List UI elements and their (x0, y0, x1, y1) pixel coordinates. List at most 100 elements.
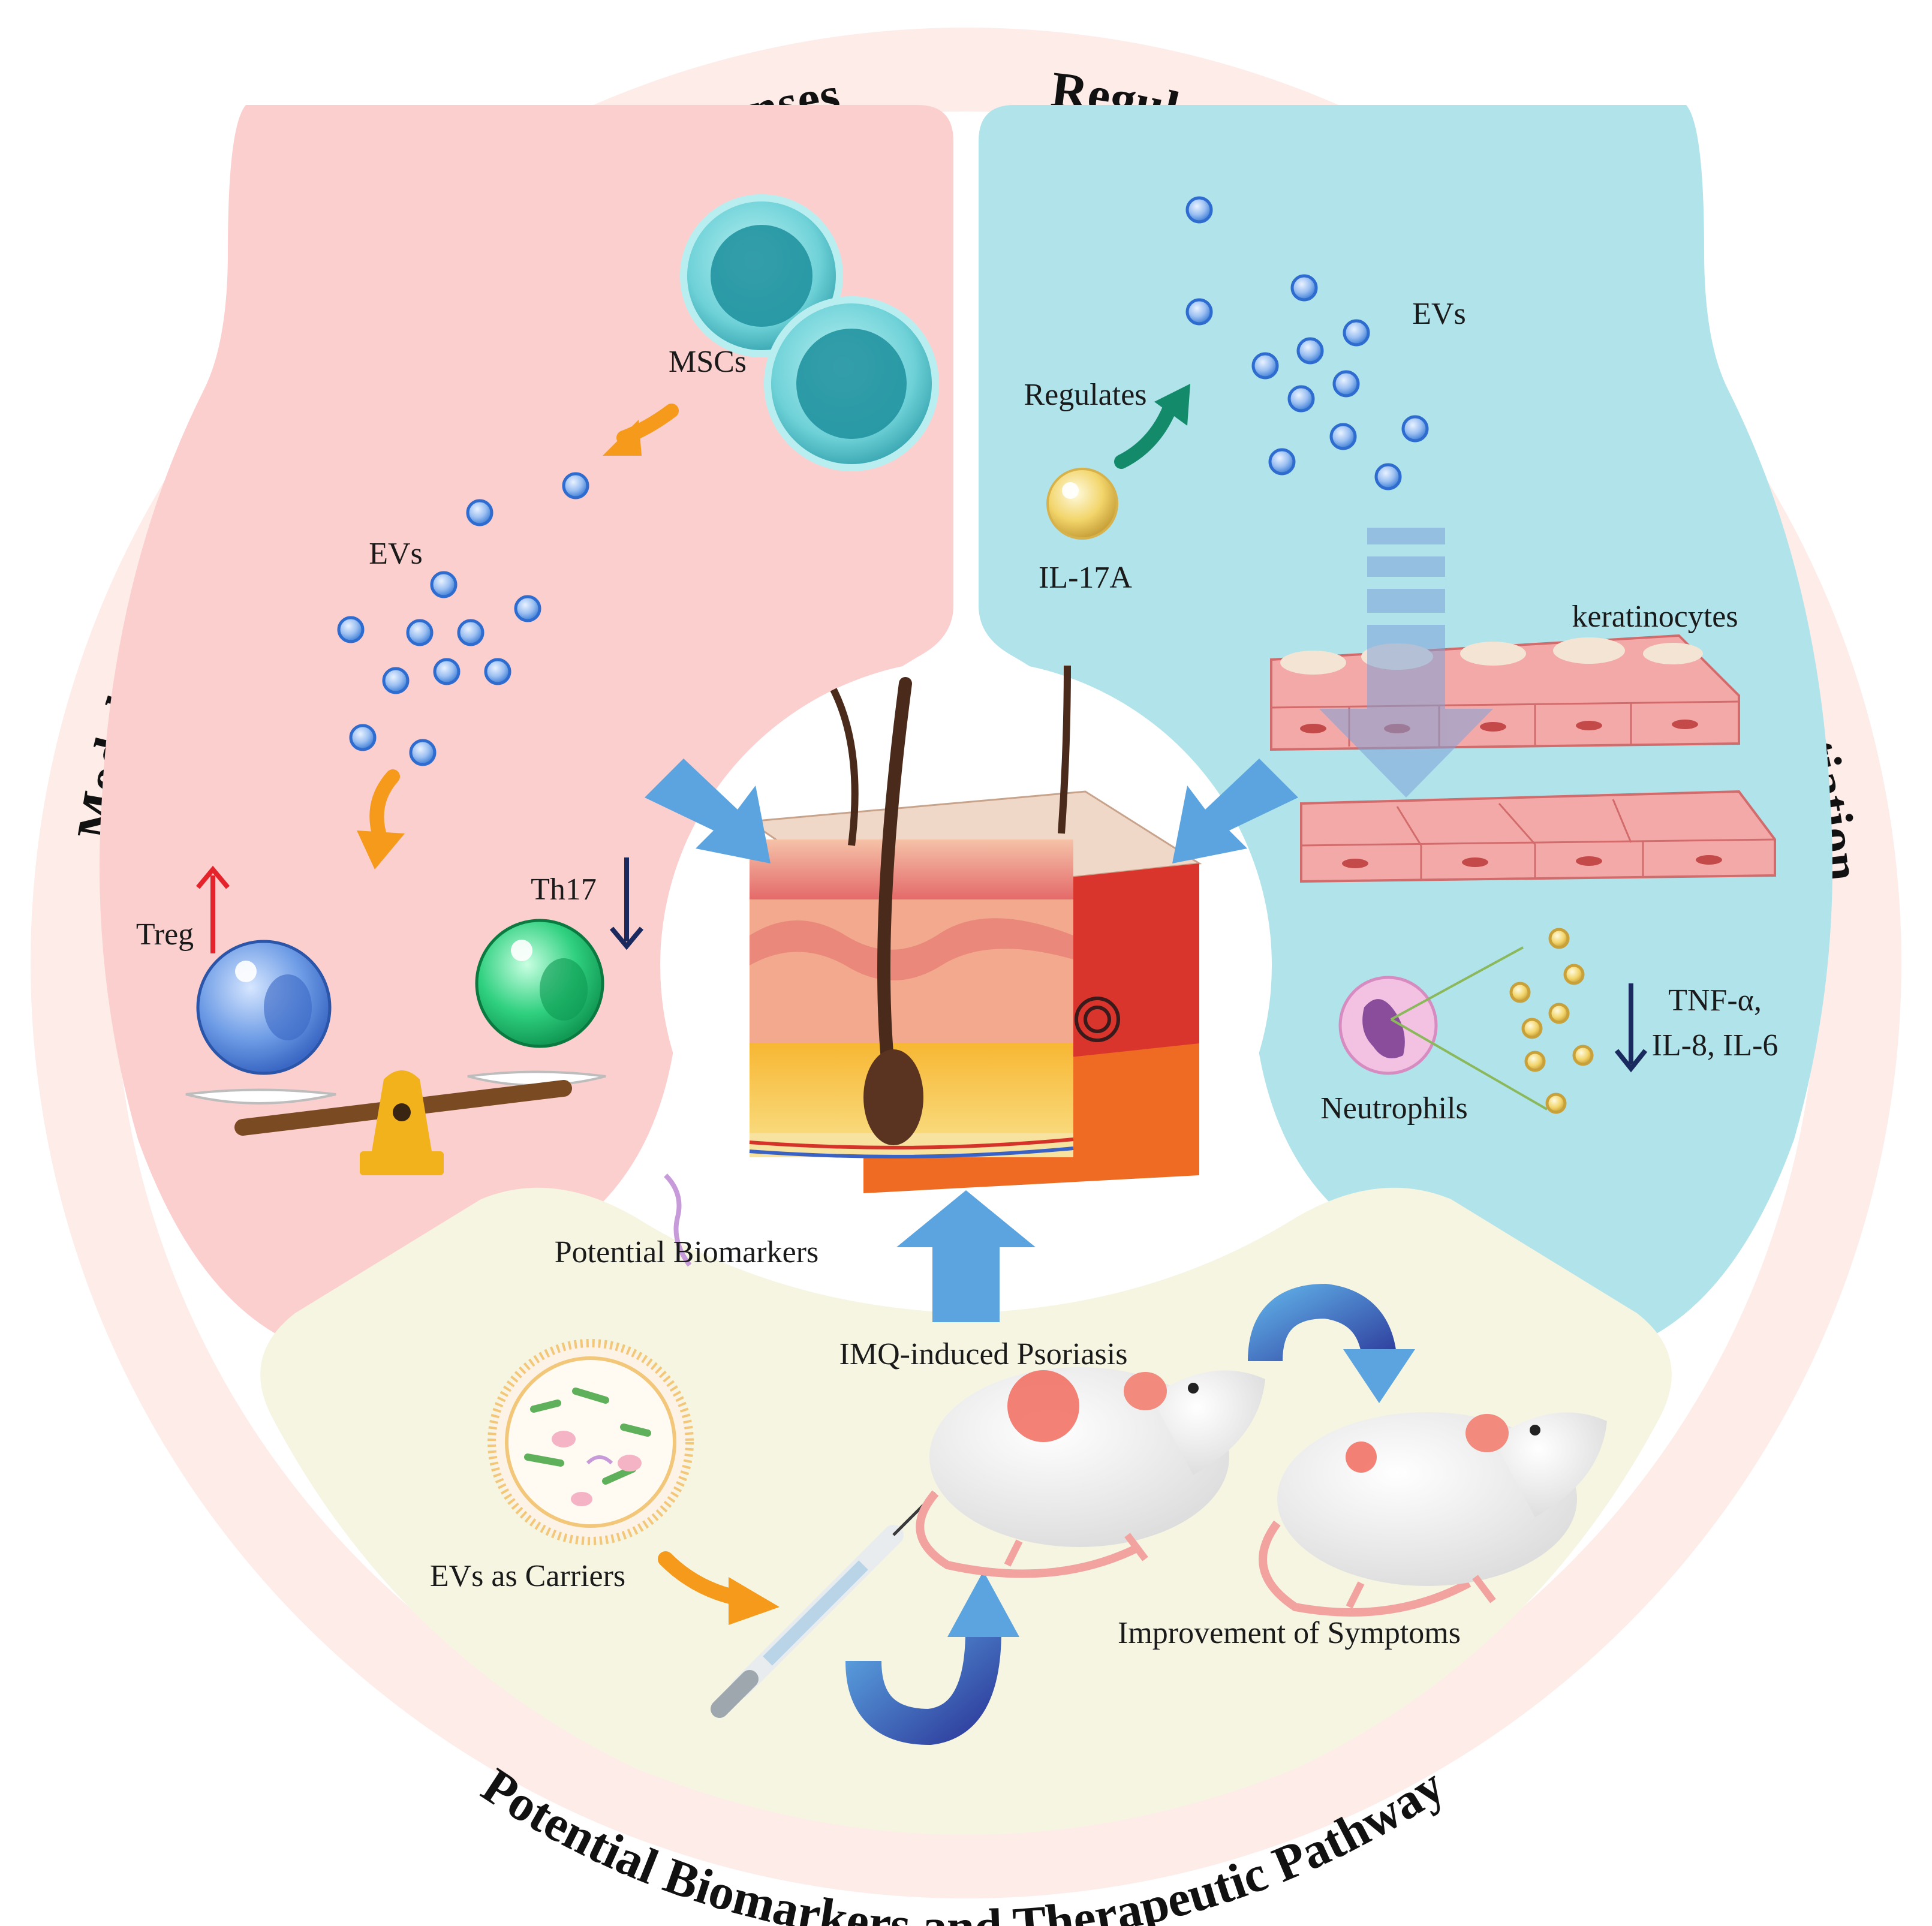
biomarker-rna-strand (664, 1173, 692, 1267)
arrow-right-to-center (1172, 759, 1298, 863)
papillae (750, 918, 1073, 980)
label-improvement: Improvement of Symptoms (1118, 1616, 1461, 1650)
msc-nucleus-2 (796, 329, 907, 439)
ev-particle (562, 472, 589, 499)
ev-particle (409, 739, 437, 766)
mouse-1-body (929, 1367, 1229, 1547)
ev-particle (433, 658, 461, 685)
arrow-cytokines-down-head (1614, 1049, 1648, 1073)
scale-pan-right (467, 1070, 606, 1087)
msc-cells (680, 194, 939, 471)
label-treg: Treg (136, 917, 194, 952)
curved-arrow-up-head (947, 1571, 1019, 1637)
curved-arrow-down (1248, 1283, 1397, 1362)
sweat-gland (1075, 997, 1120, 1042)
label-evs-left: EVs (369, 537, 423, 571)
ev-particle (349, 724, 377, 751)
ev-particle (1185, 298, 1213, 326)
mouse-2-tail (1259, 1520, 1471, 1617)
ev-particle (1268, 448, 1296, 476)
ev-particle (514, 595, 541, 622)
arrow-regulates-head (1154, 384, 1190, 426)
ev-particle (430, 571, 458, 598)
mouse-2-ear (1465, 1414, 1509, 1452)
arrow-th17-down-head (609, 926, 644, 950)
mouse-improved (1259, 1412, 1607, 1617)
mouse-1-eye (1188, 1383, 1199, 1394)
label-il17a: IL-17A (1039, 561, 1132, 595)
ev-particle (1332, 370, 1360, 398)
label-mscs: MSCs (669, 345, 747, 379)
arrow-treg-up-head (195, 865, 230, 889)
ev-particle (466, 499, 493, 526)
artery (749, 1137, 1074, 1149)
label-cytokines-2: IL-8, IL-6 (1652, 1028, 1778, 1063)
arrow-ev-to-cells-head (357, 830, 405, 869)
cytokine-particle (1572, 1045, 1594, 1066)
treg-nucleus (264, 974, 312, 1040)
mouse-1-head (1151, 1370, 1265, 1475)
msc-nucleus-1 (711, 225, 812, 327)
ev-particle (1343, 319, 1370, 347)
arrow-msc-to-ev-head (603, 420, 642, 456)
cytokine-particle (1521, 1018, 1543, 1039)
label-keratinocytes: keratinocytes (1572, 600, 1738, 634)
ev-particle (1251, 352, 1279, 380)
arrow-carrier-to-syringe-head (729, 1577, 780, 1625)
hair-follicle (863, 1049, 923, 1145)
cytokine-particles (1509, 928, 1594, 1114)
ev-particle (382, 667, 410, 694)
ev-carrier-vesicle (487, 1339, 694, 1545)
ev-cluster-right (1185, 196, 1429, 490)
ev-cluster-left (337, 472, 589, 766)
label-neutrophils: Neutrophils (1320, 1091, 1468, 1125)
ev-particle (1296, 337, 1324, 365)
balance-scale (185, 1070, 606, 1175)
arrow-left-to-center (645, 759, 771, 863)
ev-particle (484, 658, 511, 685)
curved-arrow-up (845, 1630, 1001, 1746)
neutrophil-release-lines (1391, 946, 1548, 1111)
mouse-1-tail (916, 1490, 1142, 1578)
mouse-psoriasis (916, 1367, 1265, 1578)
mouse-2-eye (1530, 1425, 1540, 1436)
ev-particle (1329, 423, 1357, 450)
th17-highlight (511, 940, 532, 961)
psoriasis-lesion (1007, 1370, 1079, 1442)
ev-particle (1401, 415, 1429, 443)
label-regulates: Regulates (1024, 378, 1146, 412)
label-evs-as-carriers: EVs as Carriers (430, 1559, 625, 1593)
label-cytokines-1: TNF-α, (1668, 983, 1762, 1018)
ev-particle (1374, 463, 1402, 490)
ev-particle (1290, 274, 1318, 302)
small-lesion (1346, 1442, 1377, 1473)
ev-particle (337, 616, 365, 643)
hair-shaft-left (830, 688, 859, 846)
syringe (711, 1492, 937, 1718)
neutrophil-nucleus (1362, 999, 1405, 1058)
label-potential-biomarkers: Potential Biomarkers (555, 1235, 818, 1269)
cytokine-particle (1509, 982, 1531, 1003)
arrow-carrier-to-syringe (658, 1551, 745, 1606)
cytokine-particle (1548, 1003, 1570, 1024)
treg-highlight (235, 961, 257, 982)
epidermis (750, 839, 1073, 899)
mouse-1-ear (1124, 1372, 1167, 1410)
scale-base (360, 1151, 444, 1175)
ev-particle (1287, 385, 1315, 413)
scale-pivot (393, 1103, 411, 1121)
mouse-2-head (1493, 1412, 1607, 1517)
cytokine-particle (1563, 964, 1585, 985)
scale-pan-left (185, 1088, 336, 1105)
arrow-bottom-to-center (896, 1190, 1036, 1322)
il17a-highlight (1062, 482, 1079, 499)
sweat-gland-inner (1084, 1006, 1111, 1033)
label-imq-psoriasis: IMQ-induced Psoriasis (839, 1337, 1128, 1371)
vein (749, 1146, 1074, 1158)
ev-particle (1185, 196, 1213, 224)
ev-particle (457, 619, 484, 646)
arrow-down-striped (1319, 528, 1493, 798)
curved-arrow-down-head (1343, 1349, 1415, 1403)
